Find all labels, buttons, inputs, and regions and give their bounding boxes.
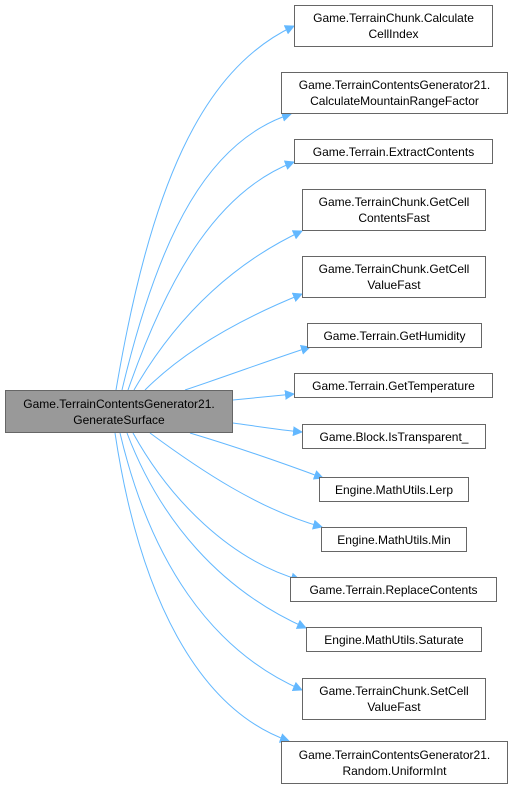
node-label-line: ContentsFast (358, 211, 430, 225)
node-calculate-cell-index[interactable]: Game.TerrainChunk.Calculate CellIndex (294, 5, 493, 47)
node-min[interactable]: Engine.MathUtils.Min (321, 527, 467, 552)
source-node-generate-surface: Game.TerrainContentsGenerator21. Generat… (5, 390, 233, 433)
node-get-temperature[interactable]: Game.Terrain.GetTemperature (294, 373, 493, 398)
node-set-cell-value-fast[interactable]: Game.TerrainChunk.SetCell ValueFast (302, 678, 486, 720)
node-label-line: Game.TerrainChunk.SetCell (319, 684, 469, 698)
node-lerp[interactable]: Engine.MathUtils.Lerp (319, 477, 469, 502)
node-label-line: Game.TerrainChunk.GetCell (318, 195, 470, 209)
node-label-line: Game.Terrain.GetTemperature (312, 378, 475, 393)
node-saturate[interactable]: Engine.MathUtils.Saturate (306, 627, 482, 652)
node-label-line: Game.TerrainChunk.GetCell (318, 262, 470, 276)
call-edge (119, 432, 303, 691)
node-label-line: CellIndex (368, 27, 419, 41)
call-edge (189, 432, 324, 480)
call-edge (115, 25, 295, 391)
node-label-line: ValueFast (367, 278, 421, 292)
node-get-cell-contents-fast[interactable]: Game.TerrainChunk.GetCell ContentsFast (302, 189, 486, 231)
call-edge (114, 432, 290, 743)
node-get-cell-value-fast[interactable]: Game.TerrainChunk.GetCell ValueFast (302, 256, 486, 298)
call-edge (132, 432, 301, 583)
call-edge (126, 432, 307, 629)
node-is-transparent[interactable]: Game.Block.IsTransparent_ (302, 424, 486, 449)
node-label-line: Engine.MathUtils.Min (337, 532, 451, 547)
node-label-line: Game.Block.IsTransparent_ (319, 429, 469, 444)
node-label-line: Engine.MathUtils.Saturate (324, 632, 464, 647)
call-edge (133, 230, 303, 391)
node-extract-contents[interactable]: Game.Terrain.ExtractContents (294, 139, 493, 164)
call-edge (232, 422, 303, 437)
node-label-line: Game.TerrainChunk.Calculate (313, 11, 474, 25)
node-label-line: Engine.MathUtils.Lerp (334, 482, 454, 497)
node-label-line: CalculateMountainRangeFactor (310, 94, 479, 108)
call-edge (149, 432, 323, 530)
node-calculate-mountain-range-factor[interactable]: Game.TerrainContentsGenerator21. Calcula… (281, 72, 508, 114)
call-edge (144, 292, 303, 391)
node-get-humidity[interactable]: Game.Terrain.GetHumidity (307, 323, 482, 348)
node-label-line: Game.Terrain.ExtractContents (312, 144, 475, 159)
node-label-line: Game.TerrainContentsGenerator21. (298, 78, 491, 92)
node-random-uniform-int[interactable]: Game.TerrainContentsGenerator21. Random.… (281, 741, 508, 784)
source-node-line-1: Game.TerrainContentsGenerator21. (23, 396, 215, 411)
call-edge (184, 345, 311, 391)
call-edge (121, 111, 292, 391)
node-label-line: Game.Terrain.ReplaceContents (309, 582, 478, 597)
call-edge (232, 389, 295, 401)
node-replace-contents[interactable]: Game.Terrain.ReplaceContents (290, 577, 497, 602)
source-node-line-2: GenerateSurface (73, 412, 165, 427)
call-edge (127, 160, 295, 391)
node-label-line: ValueFast (367, 700, 421, 714)
node-label-line: Game.Terrain.GetHumidity (323, 328, 466, 343)
node-label-line: Game.TerrainContentsGenerator21. (298, 747, 491, 762)
node-label-line: Random.UniformInt (342, 763, 447, 778)
